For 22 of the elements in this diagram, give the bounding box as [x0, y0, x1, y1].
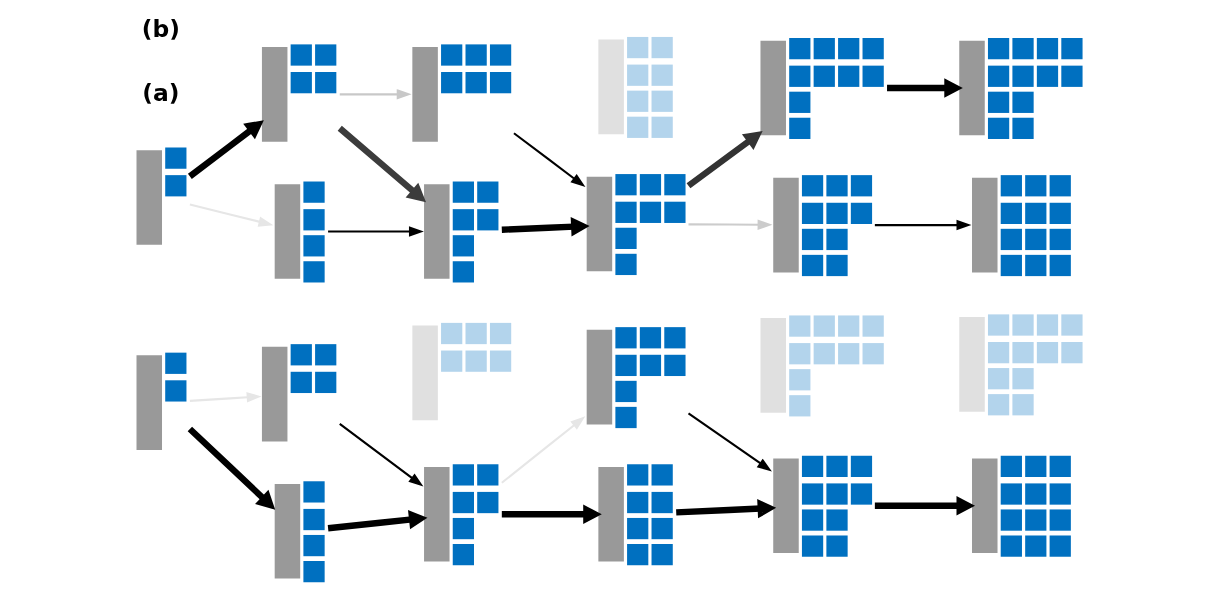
arrow — [675, 498, 776, 519]
arrow — [327, 226, 424, 237]
arrow — [686, 131, 763, 189]
arrow — [512, 132, 585, 188]
arrow — [189, 203, 273, 227]
arrow — [339, 89, 412, 100]
arrow — [338, 422, 423, 487]
arrow — [874, 219, 971, 231]
arrow — [687, 412, 772, 472]
arrow — [187, 120, 264, 179]
arrow — [187, 426, 275, 510]
arrow — [874, 495, 975, 516]
arrow — [501, 217, 590, 237]
arrow — [501, 504, 602, 524]
label: (a) — [141, 79, 179, 108]
arrow — [337, 125, 426, 203]
arrow — [886, 78, 963, 98]
arrow — [688, 219, 772, 230]
label: (b) — [141, 14, 180, 43]
arrow — [500, 416, 585, 484]
arrow — [189, 392, 262, 403]
arrow — [327, 509, 427, 532]
